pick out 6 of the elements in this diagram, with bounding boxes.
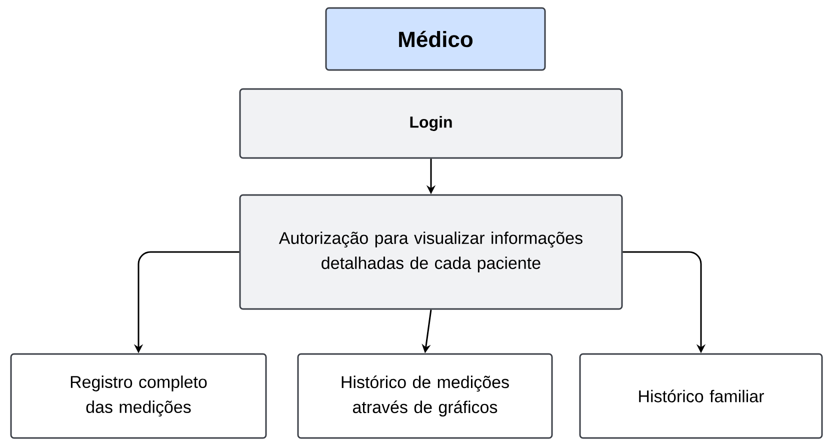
feature-box: Histórico de medições através de gráficos xyxy=(297,353,553,439)
feature-box: Registro completo das medições xyxy=(10,353,267,439)
role-box: Médico xyxy=(325,7,546,71)
process-box: Autorização para visualizar informações detalhadas de cada paciente xyxy=(239,194,623,310)
process-box: Login xyxy=(239,88,623,159)
feature-box: Histórico familiar xyxy=(579,353,823,439)
